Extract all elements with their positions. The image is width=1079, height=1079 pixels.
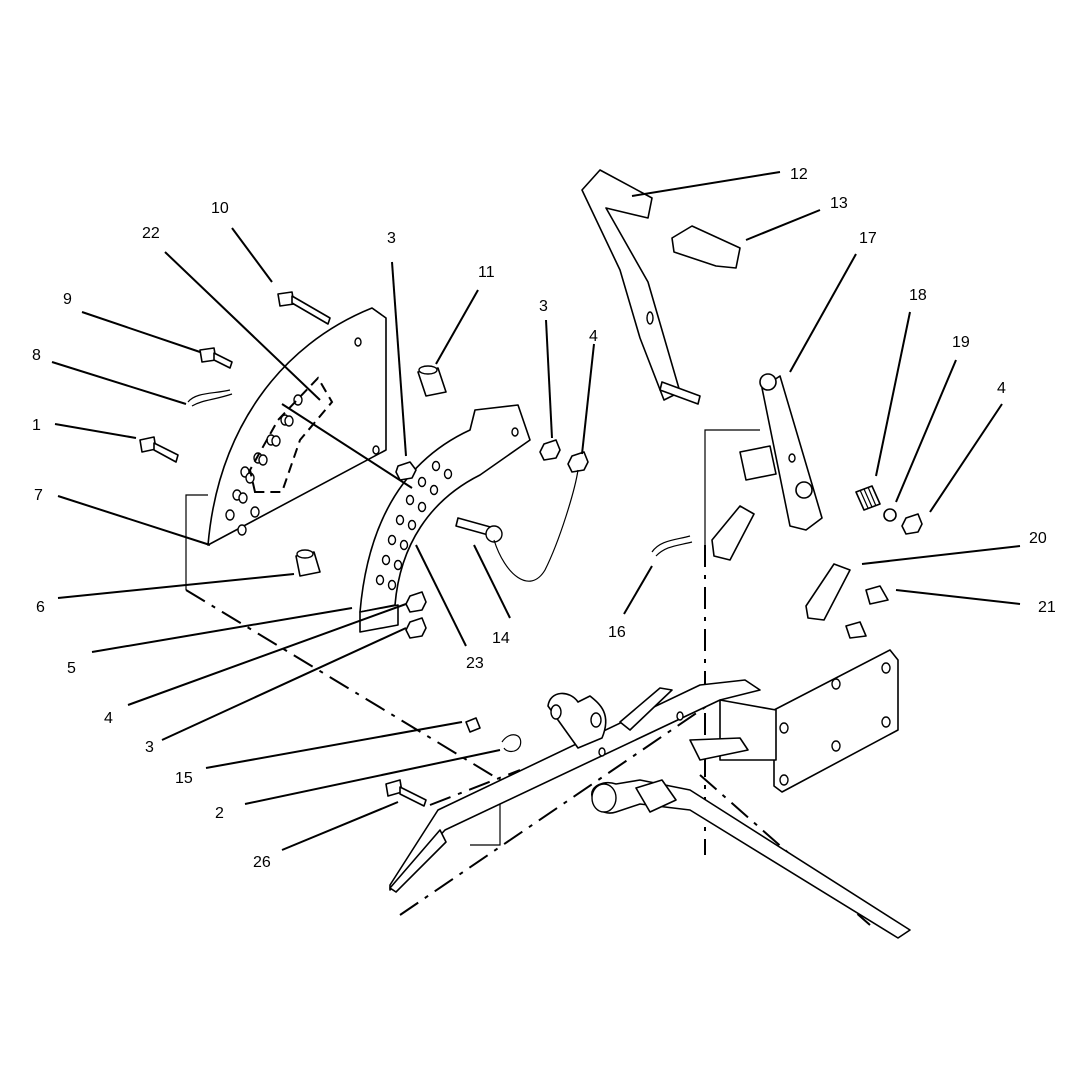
- sector-plate-holes: [225, 337, 380, 536]
- detent-bracket-holes: [375, 427, 519, 591]
- callout-11: 11: [478, 264, 495, 281]
- callout-19: 19: [952, 334, 970, 351]
- callout-4-right: 4: [997, 380, 1006, 397]
- callout-5: 5: [67, 660, 76, 677]
- callout-14: 14: [492, 630, 510, 647]
- callout-16: 16: [608, 624, 626, 641]
- callout-17: 17: [859, 230, 877, 247]
- callout-3-lower: 3: [145, 739, 154, 756]
- callout-2: 2: [215, 805, 224, 822]
- callout-23: 23: [466, 655, 484, 672]
- leader-lines: [51, 171, 1021, 851]
- brake-pedal: [581, 169, 741, 405]
- callout-26: 26: [253, 854, 271, 871]
- callout-8: 8: [32, 347, 41, 364]
- callout-10: 10: [211, 200, 229, 217]
- decal-outline: [248, 376, 334, 493]
- hardware: [139, 291, 693, 807]
- callout-18: 18: [909, 287, 927, 304]
- callout-15: 15: [175, 770, 193, 787]
- callout-21: 21: [1038, 599, 1056, 616]
- callout-3-upper-right: 3: [539, 298, 548, 315]
- frame-assembly: [389, 649, 911, 939]
- detent-bracket: [359, 404, 531, 633]
- callout-6: 6: [36, 599, 45, 616]
- callout-labels: 1 2 3 3 3 4 4 4 5 6 7 8 9 10 11 12 13 14…: [32, 166, 1056, 871]
- callout-13: 13: [830, 195, 848, 212]
- callout-4-upper: 4: [589, 328, 598, 345]
- lever-arm: [739, 373, 923, 535]
- callout-9: 9: [63, 291, 72, 308]
- sector-plate: [207, 307, 387, 546]
- callout-7: 7: [34, 487, 43, 504]
- spring: [855, 485, 881, 511]
- callout-22: 22: [142, 225, 160, 242]
- callout-12: 12: [790, 166, 808, 183]
- link-plates: [711, 505, 889, 639]
- callout-20: 20: [1029, 530, 1047, 547]
- callout-3-upper-left: 3: [387, 230, 396, 247]
- callout-1: 1: [32, 417, 41, 434]
- callout-4-lower: 4: [104, 710, 113, 727]
